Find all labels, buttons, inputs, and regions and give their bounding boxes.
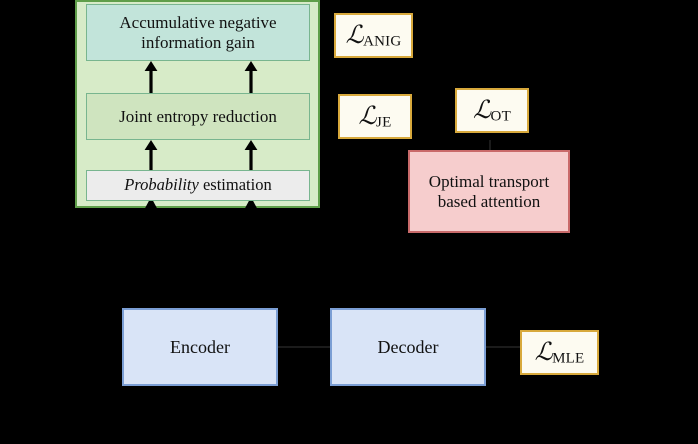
- connector-decoder-to-loss-mle: [486, 346, 520, 348]
- box-accumulative-negative-information-gain: Accumulative negative information gain: [86, 4, 310, 61]
- box-anig-line2: information gain: [141, 32, 255, 52]
- loss-ot-subscript: OT: [490, 108, 511, 125]
- arrow-into-prob-left: [144, 197, 158, 209]
- arrow-je-to-anig-right: [244, 61, 258, 94]
- loss-anig-symbol: ℒ: [345, 19, 364, 49]
- connector-anig-to-loss: [320, 35, 336, 37]
- box-je-label: Joint entropy reduction: [119, 106, 277, 126]
- connector-je-to-loss: [320, 116, 340, 118]
- box-encoder: Encoder: [122, 308, 278, 386]
- loss-label-ot: ℒOT: [455, 88, 529, 133]
- loss-ot-symbol: ℒ: [473, 94, 491, 124]
- box-ot-attn-line2: based attention: [437, 191, 541, 211]
- loss-anig-subscript: ANIG: [363, 33, 402, 50]
- arrow-prob-to-je-right: [244, 140, 258, 171]
- box-anig-line1: Accumulative negative: [119, 13, 277, 33]
- box-decoder: Decoder: [330, 308, 486, 386]
- loss-label-je: ℒJE: [338, 94, 412, 139]
- box-prob-label-rest: estimation: [198, 175, 272, 195]
- arrow-prob-to-je-left: [144, 140, 158, 171]
- loss-mle-subscript: MLE: [552, 350, 585, 367]
- box-decoder-label: Decoder: [377, 336, 439, 357]
- loss-je-subscript: JE: [376, 114, 392, 131]
- loss-je-symbol: ℒ: [358, 100, 377, 130]
- loss-mle-symbol: ℒ: [534, 336, 553, 366]
- box-joint-entropy-reduction: Joint entropy reduction: [86, 93, 310, 140]
- box-probability-estimation: Probability estimation: [86, 170, 310, 201]
- box-encoder-label: Encoder: [170, 336, 230, 357]
- arrow-into-prob-right: [244, 197, 258, 209]
- loss-label-anig: ℒANIG: [334, 13, 413, 58]
- arrow-je-to-anig-left: [144, 61, 158, 94]
- loss-label-mle: ℒMLE: [520, 330, 599, 375]
- connector-encoder-to-decoder: [278, 346, 330, 348]
- box-ot-attn-line1: Optimal transport: [428, 172, 550, 192]
- connector-ot-to-loss: [489, 140, 491, 151]
- box-optimal-transport-based-attention: Optimal transport based attention: [408, 150, 570, 233]
- box-prob-label-italic: Probability: [124, 175, 199, 195]
